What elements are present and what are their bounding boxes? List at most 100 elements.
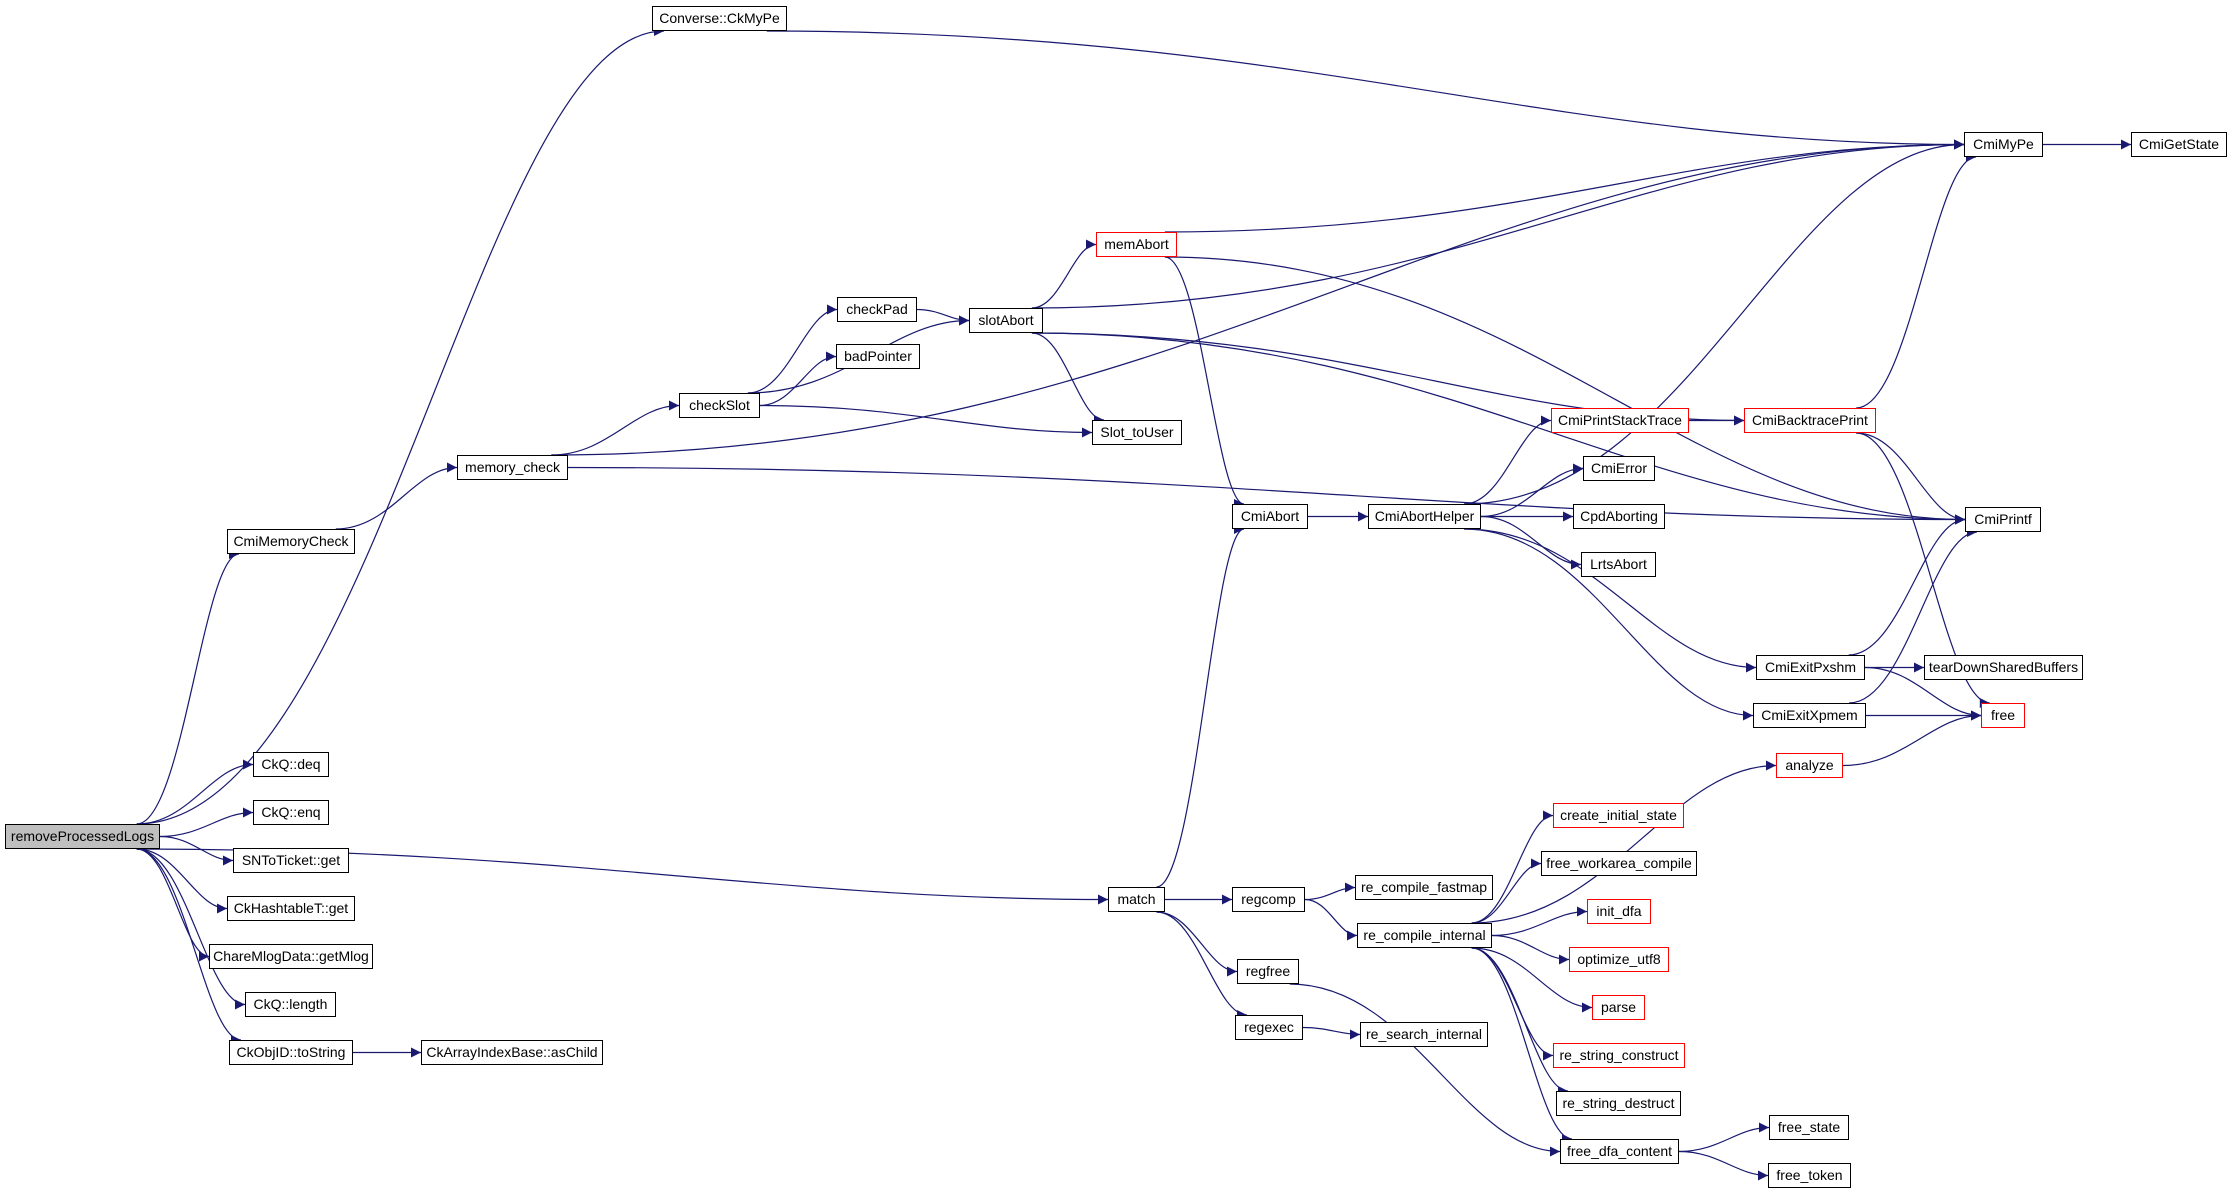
edge-ConverseCkMyPe-to-CmiMyPe <box>766 30 1965 150</box>
node-re-compile-internal[interactable]: re_compile_internal <box>1357 923 1492 948</box>
node-regexec[interactable]: regexec <box>1235 1015 1303 1040</box>
node-label: re_search_internal <box>1366 1026 1482 1042</box>
node-label: regexec <box>1244 1019 1294 1035</box>
node-label: CkArrayIndexBase::asChild <box>426 1044 598 1060</box>
node-label: regcomp <box>1241 891 1296 907</box>
node-label: free <box>1990 707 2016 723</box>
node-ckarrayindexbase-aschild[interactable]: CkArrayIndexBase::asChild <box>421 1040 603 1065</box>
edge-re_compile_internal-to-init_dfa <box>1491 906 1588 937</box>
node-label: memAbort <box>1104 236 1169 252</box>
node-label: CkQ::length <box>253 996 328 1012</box>
node-cmimype[interactable]: CmiMyPe <box>1964 132 2043 157</box>
node-slotabort[interactable]: slotAbort <box>969 308 1043 333</box>
node-cmiexitpxshm[interactable]: CmiExitPxshm <box>1756 655 1865 680</box>
node-analyze[interactable]: analyze <box>1776 753 1843 778</box>
node-optimize-utf8[interactable]: optimize_utf8 <box>1569 947 1669 972</box>
node-cmimemorycheck[interactable]: CmiMemoryCheck <box>227 529 355 554</box>
node-memabort[interactable]: memAbort <box>1096 232 1177 257</box>
edge-checkPad-to-slotAbort <box>916 308 970 326</box>
edge-CmiAbortHelper-to-CmiMyPe <box>1464 139 1965 505</box>
node-free[interactable]: free <box>1981 703 2025 728</box>
node-cmierror[interactable]: CmiError <box>1583 456 1655 481</box>
node-free-token[interactable]: free_token <box>1768 1163 1851 1188</box>
node-label: LrtsAbort <box>1590 556 1647 572</box>
node-label: CmiExitXpmem <box>1761 707 1858 723</box>
node-create-initial-state[interactable]: create_initial_state <box>1553 803 1684 828</box>
node-badpointer[interactable]: badPointer <box>836 344 920 369</box>
node-checkpad[interactable]: checkPad <box>837 297 917 322</box>
edge-free_dfa_content-to-free_state <box>1678 1122 1770 1153</box>
node-label: checkPad <box>846 301 908 317</box>
node-cmiprintf[interactable]: CmiPrintf <box>1965 507 2041 532</box>
node-ckq-enq[interactable]: CkQ::enq <box>253 800 329 825</box>
node-label: Converse::CkMyPe <box>659 10 780 26</box>
node-label: CkQ::deq <box>261 756 321 772</box>
node-label: CkQ::enq <box>261 804 321 820</box>
node-label: removeProcessedLogs <box>10 828 155 844</box>
node-match[interactable]: match <box>1108 887 1165 912</box>
node-label: badPointer <box>844 348 912 364</box>
node-label: free_state <box>1777 1119 1841 1135</box>
edge-memAbort-to-CmiPrintf <box>1164 256 1966 525</box>
node-re-string-construct[interactable]: re_string_construct <box>1553 1043 1685 1068</box>
node-label: SNToTicket::get <box>241 852 341 868</box>
node-ckobjid-tostring[interactable]: CkObjID::toString <box>229 1040 353 1065</box>
node-charemlogdata-getmlog[interactable]: ChareMlogData::getMlog <box>209 944 373 969</box>
node-regcomp[interactable]: regcomp <box>1232 887 1305 912</box>
node-cmibacktraceprint[interactable]: CmiBacktracePrint <box>1744 408 1876 433</box>
edge-checkSlot-to-badPointer <box>759 351 837 407</box>
edge-CmiMemoryCheck-to-memory_check <box>335 462 458 530</box>
node-free-dfa-content[interactable]: free_dfa_content <box>1560 1139 1679 1164</box>
node-ckq-length[interactable]: CkQ::length <box>245 992 336 1017</box>
edge-regcomp-to-re_compile_internal <box>1304 898 1358 941</box>
node-memory-check[interactable]: memory_check <box>457 455 568 480</box>
node-slot-touser[interactable]: Slot_toUser <box>1092 420 1182 445</box>
node-cpdaborting[interactable]: CpdAborting <box>1573 504 1665 529</box>
node-label: match <box>1117 891 1156 907</box>
node-init-dfa[interactable]: init_dfa <box>1587 899 1651 924</box>
node-re-compile-fastmap[interactable]: re_compile_fastmap <box>1355 875 1493 900</box>
node-label: CmiBacktracePrint <box>1752 412 1868 428</box>
edge-CmiBacktracePrint-to-CmiPrintf <box>1856 432 1966 525</box>
edge-CmiAbortHelper-to-CmiPrintStackTrace <box>1464 415 1552 505</box>
node-cmiprintstacktrace[interactable]: CmiPrintStackTrace <box>1551 408 1689 433</box>
edge-re_compile_internal-to-optimize_utf8 <box>1491 934 1570 965</box>
node-label: ChareMlogData::getMlog <box>213 948 369 964</box>
node-removeProcessedLogs[interactable]: removeProcessedLogs <box>5 824 160 849</box>
node-converse-ckmype[interactable]: Converse::CkMyPe <box>652 6 787 31</box>
node-regfree[interactable]: regfree <box>1237 959 1299 984</box>
node-label: CkObjID::toString <box>236 1044 346 1060</box>
node-label: analyze <box>1785 757 1834 773</box>
node-ckq-deq[interactable]: CkQ::deq <box>253 752 329 777</box>
edge-memAbort-to-CmiAbort <box>1164 256 1245 509</box>
node-re-string-destruct[interactable]: re_string_destruct <box>1556 1091 1681 1116</box>
node-ckhashtablet-get[interactable]: CkHashtableT::get <box>227 896 355 921</box>
edge-regexec-to-re_search_internal <box>1302 1026 1361 1040</box>
node-label: CpdAborting <box>1580 508 1658 524</box>
node-free-workarea-compile[interactable]: free_workarea_compile <box>1541 851 1697 876</box>
node-parse[interactable]: parse <box>1592 995 1645 1020</box>
edge-slotAbort-to-Slot_toUser <box>1031 332 1105 425</box>
node-cmiexitxpmem[interactable]: CmiExitXpmem <box>1753 703 1866 728</box>
node-label: CmiPrintf <box>1974 511 2032 527</box>
node-label: CmiMyPe <box>1973 136 2034 152</box>
edge-removeProcessedLogs-to-CkHashtableTget <box>136 848 228 914</box>
node-label: free_token <box>1776 1167 1843 1183</box>
node-label: re_compile_fastmap <box>1360 879 1488 895</box>
edge-slotAbort-to-memAbort <box>1031 239 1097 309</box>
node-label: CmiError <box>1591 460 1647 476</box>
node-free-state[interactable]: free_state <box>1769 1115 1849 1140</box>
node-cmiaborthelper[interactable]: CmiAbortHelper <box>1368 504 1481 529</box>
node-label: checkSlot <box>689 397 750 413</box>
node-label: re_string_destruct <box>1562 1095 1675 1111</box>
node-sntoticket-get[interactable]: SNToTicket::get <box>233 848 349 873</box>
node-lrtsabort[interactable]: LrtsAbort <box>1581 552 1656 577</box>
node-checkslot[interactable]: checkSlot <box>679 393 760 418</box>
edge-slotAbort-to-CmiMyPe <box>1031 139 1965 309</box>
node-teardownsharedbuffers[interactable]: tearDownSharedBuffers <box>1924 655 2083 680</box>
node-cmigetstate[interactable]: CmiGetState <box>2131 132 2227 157</box>
node-cmiabort[interactable]: CmiAbort <box>1232 504 1308 529</box>
node-label: Slot_toUser <box>1100 424 1174 440</box>
node-re-search-internal[interactable]: re_search_internal <box>1360 1022 1488 1047</box>
